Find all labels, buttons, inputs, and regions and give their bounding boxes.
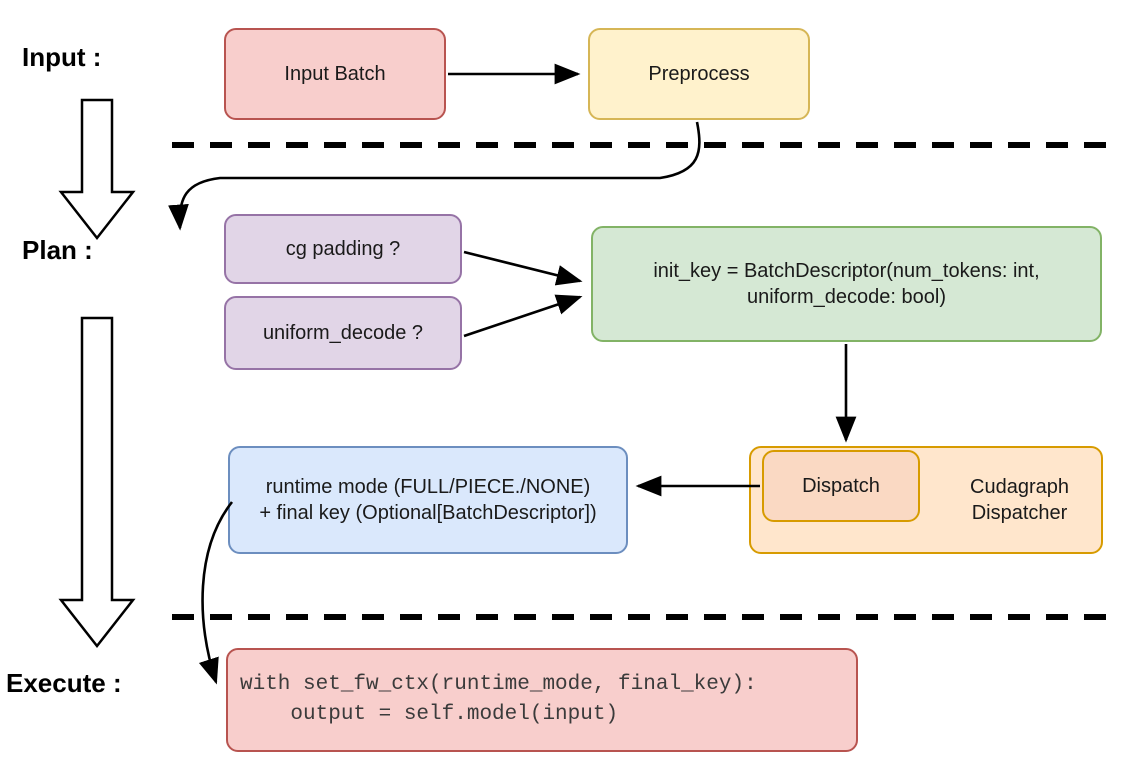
node-runtime-mode-label: runtime mode (FULL/PIECE./NONE) + final …	[259, 476, 597, 524]
node-execute-code-label: with set_fw_ctx(runtime_mode, final_key)…	[240, 672, 757, 726]
edge-preprocess-to-plan	[168, 121, 701, 231]
stage-arrow-plan-to-execute	[58, 316, 136, 649]
node-execute-code[interactable]: with set_fw_ctx(runtime_mode, final_key)…	[226, 648, 858, 752]
node-runtime-mode[interactable]: runtime mode (FULL/PIECE./NONE) + final …	[228, 446, 628, 554]
node-dispatch-label: Dispatch	[802, 474, 880, 497]
node-preprocess[interactable]: Preprocess	[588, 28, 810, 120]
edge-runtime-mode-to-execute	[198, 501, 234, 685]
node-input-batch-label: Input Batch	[284, 63, 386, 85]
stage-label-plan: Plan :	[22, 235, 93, 265]
node-preprocess-label: Preprocess	[648, 63, 750, 85]
node-input-batch[interactable]: Input Batch	[224, 28, 446, 120]
node-cg-padding[interactable]: cg padding ?	[224, 214, 462, 284]
edge-uniform-decode-to-init-key	[463, 294, 583, 338]
edge-cg-padding-to-init-key	[463, 250, 583, 286]
node-cudagraph-dispatcher-label: Cudagraph Dispatcher	[970, 476, 1069, 524]
node-uniform-decode[interactable]: uniform_decode ?	[224, 296, 462, 370]
stage-label-input: Input :	[22, 42, 102, 72]
node-init-key-label: init_key = BatchDescriptor(num_tokens: i…	[653, 260, 1040, 308]
node-cg-padding-label: cg padding ?	[285, 238, 401, 260]
node-uniform-decode-label: uniform_decode ?	[262, 322, 424, 344]
stage-arrow-input-to-plan	[58, 98, 136, 241]
stage-label-execute: Execute :	[6, 668, 122, 698]
node-dispatch[interactable]: Dispatch	[762, 450, 920, 522]
node-init-key[interactable]: init_key = BatchDescriptor(num_tokens: i…	[591, 226, 1102, 342]
